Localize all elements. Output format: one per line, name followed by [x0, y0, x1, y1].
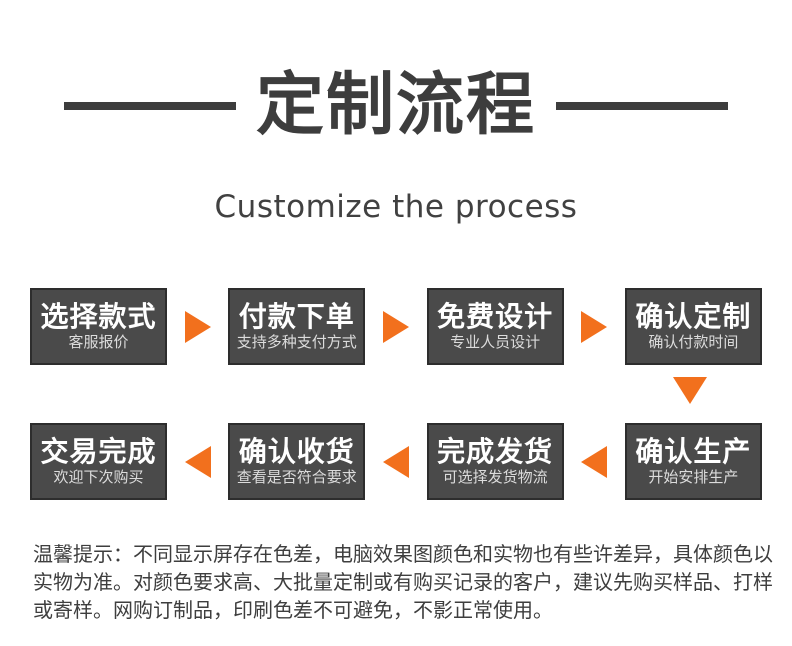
step-title: 选择款式: [40, 300, 157, 333]
flow-row-2: 交易完成 欢迎下次购买 确认收货 查看是否符合要求 完成发货 可选择发货物流 确…: [0, 421, 792, 502]
arrow-left-icon: [184, 445, 211, 478]
notice-line: 实物为准。对颜色要求高、大批量定制或有购买记录的客户，建议先购买样品、打样: [33, 570, 773, 594]
step-title: 确认收货: [238, 435, 355, 468]
title-left-line: [63, 102, 236, 110]
step-confirm-receipt: 确认收货 查看是否符合要求: [228, 423, 366, 500]
step-title: 交易完成: [40, 435, 157, 468]
page-subtitle: Customize the process: [214, 189, 578, 225]
step-subtitle: 开始安排生产: [648, 468, 739, 486]
step-subtitle: 支持多种支付方式: [236, 333, 357, 351]
step-pay-order: 付款下单 支持多种支付方式: [228, 288, 366, 365]
step-title: 确认定制: [635, 300, 752, 333]
step-complete-shipping: 完成发货 可选择发货物流: [426, 423, 564, 500]
step-subtitle: 可选择发货物流: [442, 468, 548, 486]
arrow-right-icon: [382, 310, 409, 343]
flow-row-1: 选择款式 客服报价 付款下单 支持多种支付方式 免费设计 专业人员设计 确认定制…: [0, 286, 792, 367]
step-free-design: 免费设计 专业人员设计: [426, 288, 564, 365]
page-title: 定制流程: [255, 66, 536, 145]
notice-line: 或寄样。网购订制品，印刷色差不可避免，不影正常使用。: [33, 598, 553, 622]
title-right-line: [556, 102, 728, 110]
step-subtitle: 查看是否符合要求: [236, 468, 357, 486]
notice-text: 温馨提示：不同显示屏存在色差，电脑效果图颜色和实物也有些许差异，具体颜色以 实物…: [33, 540, 773, 624]
step-subtitle: 确认付款时间: [648, 333, 739, 351]
arrow-left-icon: [581, 445, 608, 478]
step-subtitle: 客服报价: [68, 333, 129, 351]
notice-line: 温馨提示：不同显示屏存在色差，电脑效果图颜色和实物也有些许差异，具体颜色以: [33, 542, 773, 566]
step-title: 确认生产: [635, 435, 752, 468]
step-subtitle: 专业人员设计: [450, 333, 541, 351]
step-subtitle: 欢迎下次购买: [53, 468, 144, 486]
arrow-down-icon: [673, 377, 707, 404]
arrow-right-icon: [184, 310, 211, 343]
arrow-right-icon: [581, 310, 608, 343]
step-deal-complete: 交易完成 欢迎下次购买: [30, 423, 167, 500]
arrow-left-icon: [382, 445, 409, 478]
step-select-style: 选择款式 客服报价: [30, 288, 167, 365]
step-title: 付款下单: [238, 300, 355, 333]
page-title-row: 定制流程: [0, 56, 792, 156]
step-title: 免费设计: [437, 300, 554, 333]
step-confirm-production: 确认生产 开始安排生产: [624, 423, 762, 500]
step-title: 完成发货: [437, 435, 554, 468]
step-confirm-custom: 确认定制 确认付款时间: [624, 288, 762, 365]
